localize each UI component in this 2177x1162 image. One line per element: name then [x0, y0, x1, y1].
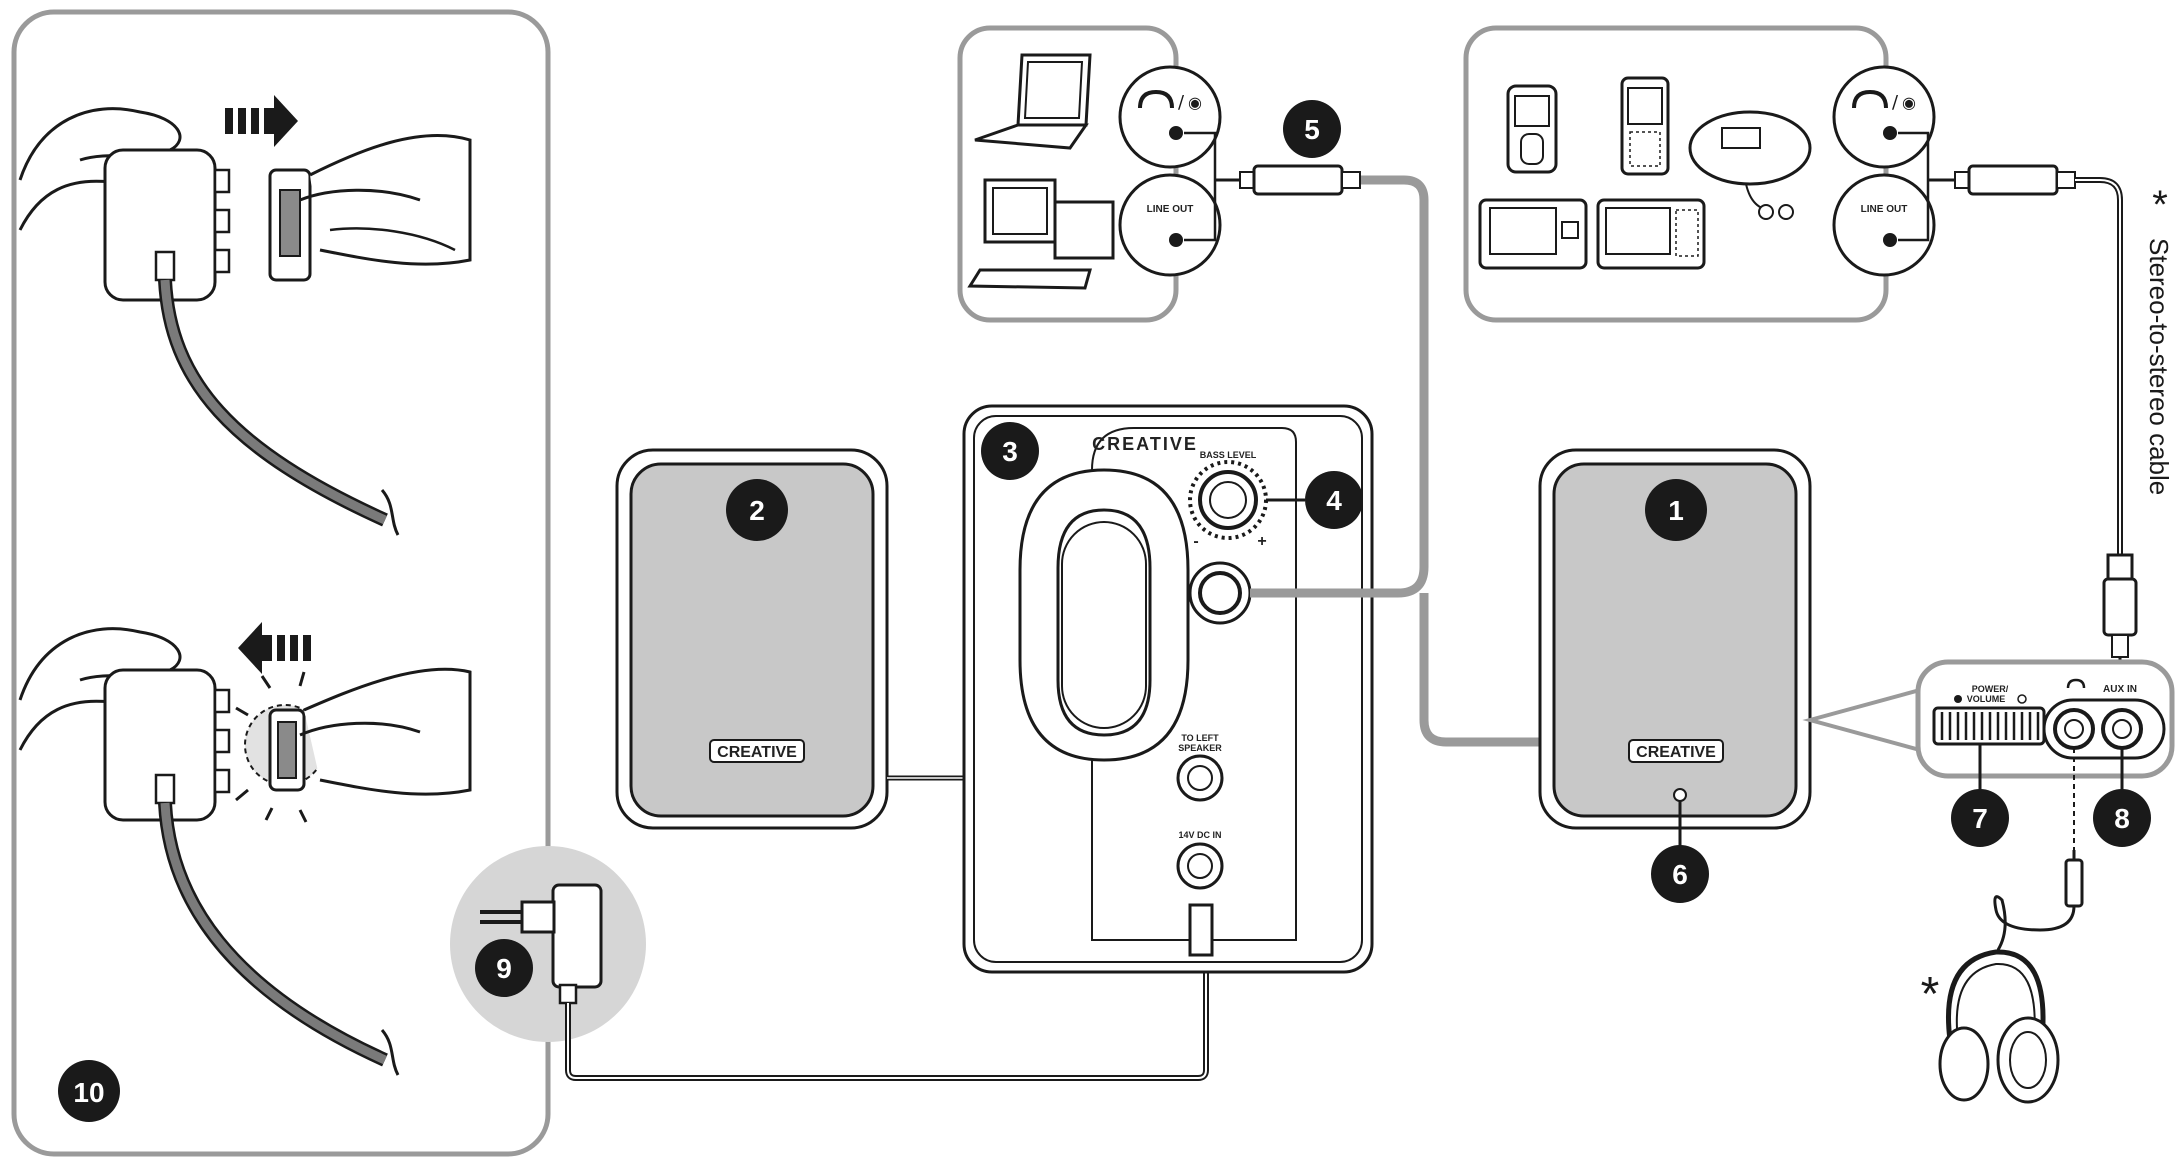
callout-10-label: 10 — [73, 1077, 104, 1108]
portable-headphone-port[interactable] — [1832, 65, 1936, 169]
callout-8: 8 — [2093, 789, 2151, 847]
handheld-device-icon — [1596, 198, 1706, 270]
pc-headphone-port[interactable] — [1118, 65, 1222, 169]
svg-text:/: / — [1178, 92, 1185, 113]
callout-2-label: 2 — [749, 495, 765, 526]
cable-note-asterisk: * — [2152, 183, 2168, 227]
bass-minus-label: - — [1193, 533, 1198, 550]
svg-text:◉: ◉ — [1902, 93, 1916, 112]
headphone-icon: / ◉ — [1852, 89, 1916, 113]
mobile-phone-icon — [1620, 76, 1670, 176]
to-left-speaker-label-2: SPEAKER — [1178, 743, 1222, 753]
pc-audio-plug — [1215, 164, 1361, 196]
mp3-player-icon — [1506, 84, 1558, 174]
callout-6-label: 6 — [1672, 859, 1688, 890]
svg-text:/: / — [1892, 92, 1899, 113]
aux-plug — [2102, 553, 2138, 688]
portable-line-out-port[interactable] — [1832, 173, 1936, 277]
callout-3-label: 3 — [1002, 436, 1018, 467]
callout-9-label: 9 — [496, 953, 512, 984]
pc-line-out-label: LINE OUT — [1147, 204, 1194, 215]
headphone-icon — [2066, 678, 2086, 689]
arrow-left-icon — [238, 622, 311, 674]
control-panel-zoom: POWER/ VOLUME AUX IN — [1915, 659, 2175, 779]
dc-in-label: 14V DC IN — [1178, 830, 1221, 840]
headphones-icon — [1938, 949, 2060, 1104]
callout-4: 4 — [1305, 471, 1363, 529]
pc-line-out-port[interactable] — [1118, 173, 1222, 277]
insert-plug-illustration — [18, 95, 472, 536]
cd-player-icon — [1688, 110, 1812, 220]
callout-4-label: 4 — [1326, 485, 1342, 516]
power-volume-label-1: POWER/ — [1972, 684, 2009, 694]
callout-6: 6 — [1651, 845, 1709, 903]
subwoofer-unit: CREATIVE 3 BASS LEVEL - + TO LEFT SPEAKE… — [962, 404, 1374, 974]
left-speaker-logo: CREATIVE — [717, 744, 797, 761]
pc-source-panel: / ◉ LINE OUT — [957, 25, 1222, 323]
power-led — [1673, 788, 1687, 802]
bass-plus-label: + — [1257, 533, 1266, 550]
headphone-plug — [2064, 850, 2084, 908]
portable-line-out-label: LINE OUT — [1861, 204, 1908, 215]
portable-source-panel: / ◉ LINE OUT — [1463, 25, 1936, 323]
headphone-note-asterisk: * — [1921, 968, 1940, 1021]
callout-5: 5 — [1283, 100, 1341, 158]
left-satellite-speaker: 2 CREATIVE — [615, 448, 889, 830]
callout-1-label: 1 — [1668, 495, 1684, 526]
callout-8-label: 8 — [2114, 803, 2130, 834]
right-speaker-logo: CREATIVE — [1636, 744, 1716, 761]
media-player-icon — [1478, 198, 1588, 270]
to-left-speaker-label-1: TO LEFT — [1181, 733, 1219, 743]
remove-plug-illustration — [18, 622, 472, 1076]
subwoofer-logo: CREATIVE — [1092, 434, 1198, 454]
svg-text:◉: ◉ — [1188, 93, 1202, 112]
click-burst-icon — [235, 671, 308, 823]
power-volume-label-2: VOLUME — [1967, 694, 2006, 704]
arrow-right-icon — [225, 95, 298, 147]
right-satellite-speaker: 1 CREATIVE — [1538, 448, 1812, 830]
power-adapter: 9 — [450, 846, 646, 1042]
callout-7-label: 7 — [1972, 803, 1988, 834]
plug-instruction-panel — [11, 9, 551, 1157]
audio-cable-gray — [1250, 175, 1429, 598]
desktop-pc-icon — [967, 178, 1115, 290]
laptop-icon — [974, 53, 1092, 150]
callout-7: 7 — [1951, 789, 2009, 847]
headphone-icon: / ◉ — [1138, 89, 1202, 113]
cable-note-text: Stereo-to-stereo cable — [2144, 238, 2174, 495]
portable-audio-plug — [1928, 164, 2076, 196]
callout-5-label: 5 — [1304, 114, 1320, 145]
bass-level-label: BASS LEVEL — [1200, 450, 1257, 460]
aux-in-label: AUX IN — [2103, 684, 2137, 695]
callout-10: 10 — [58, 1060, 120, 1122]
